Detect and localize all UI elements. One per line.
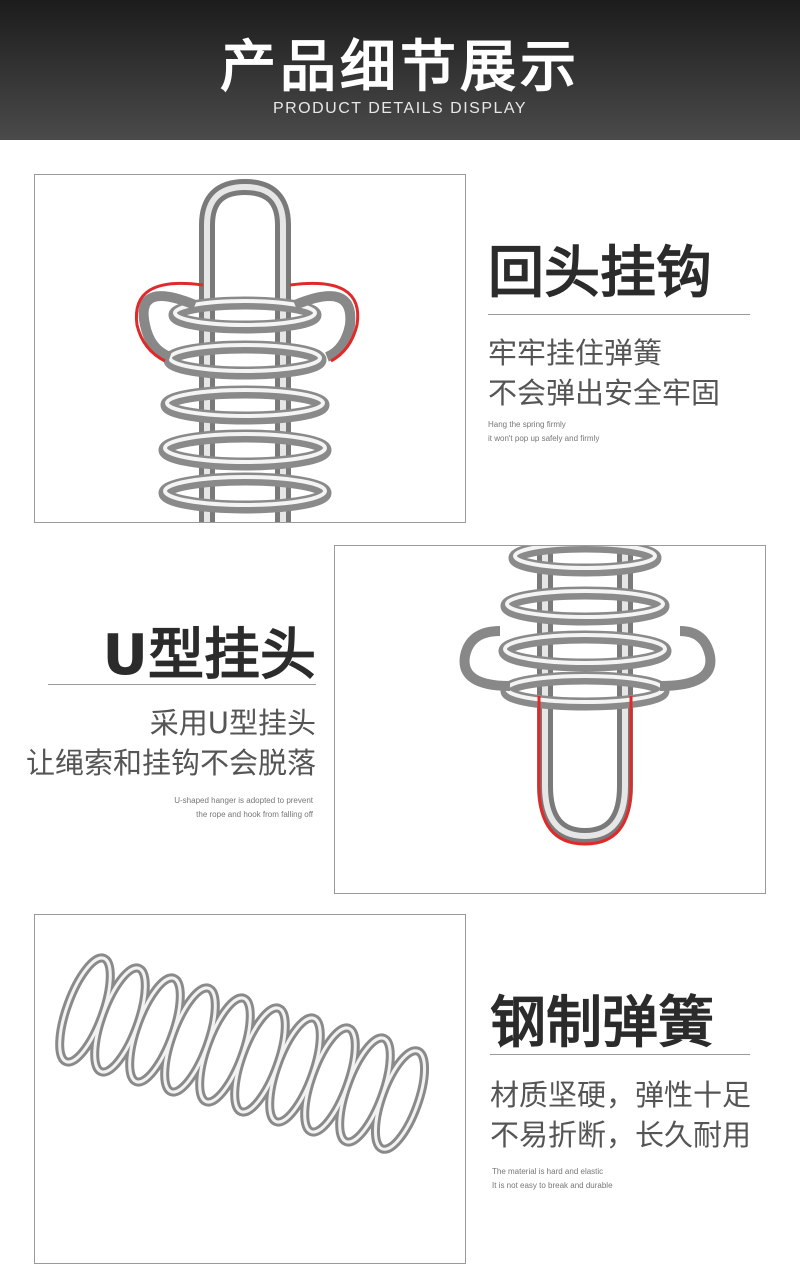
feature-desc-line: 不易折断，长久耐用: [490, 1118, 752, 1152]
feature-desc-line: 让绳索和挂钩不会脱落: [25, 746, 316, 780]
feature-desc-line: 材质坚硬，弹性十足: [490, 1078, 752, 1112]
header-subtitle: PRODUCT DETAILS DISPLAY: [272, 100, 528, 117]
steel-spring-photo: [34, 914, 466, 1264]
hook-detail-photo: [34, 174, 466, 523]
feature-divider: [488, 314, 750, 315]
feature-en-line: the rope and hook from falling off: [196, 810, 313, 819]
feature-desc-line: 牢牢挂住弹簧: [488, 336, 663, 370]
header-title: 产品细节展示: [220, 35, 580, 100]
feature-title-u-hanger: U型挂头: [102, 623, 316, 688]
feature-divider: [48, 684, 316, 685]
feature-en-line: Hang the spring firmly: [488, 420, 566, 429]
feature-desc-line: 不会弹出安全牢固: [488, 376, 721, 410]
page-header: 产品细节展示 PRODUCT DETAILS DISPLAY: [0, 0, 800, 140]
feature-desc-line: 采用U型挂头: [149, 706, 316, 740]
feature-en-line: U-shaped hanger is adopted to prevent: [174, 796, 313, 805]
feature-en-line: It is not easy to break and durable: [492, 1181, 613, 1190]
feature-title-steel-spring: 钢制弹簧: [490, 991, 714, 1056]
feature-title-return-hook: 回头挂钩: [488, 241, 712, 306]
feature-divider: [490, 1054, 750, 1055]
u-hanger-photo: [334, 545, 766, 894]
feature-en-line: The material is hard and elastic: [492, 1167, 604, 1176]
feature-en-line: it won't pop up safely and firmly: [488, 434, 600, 443]
